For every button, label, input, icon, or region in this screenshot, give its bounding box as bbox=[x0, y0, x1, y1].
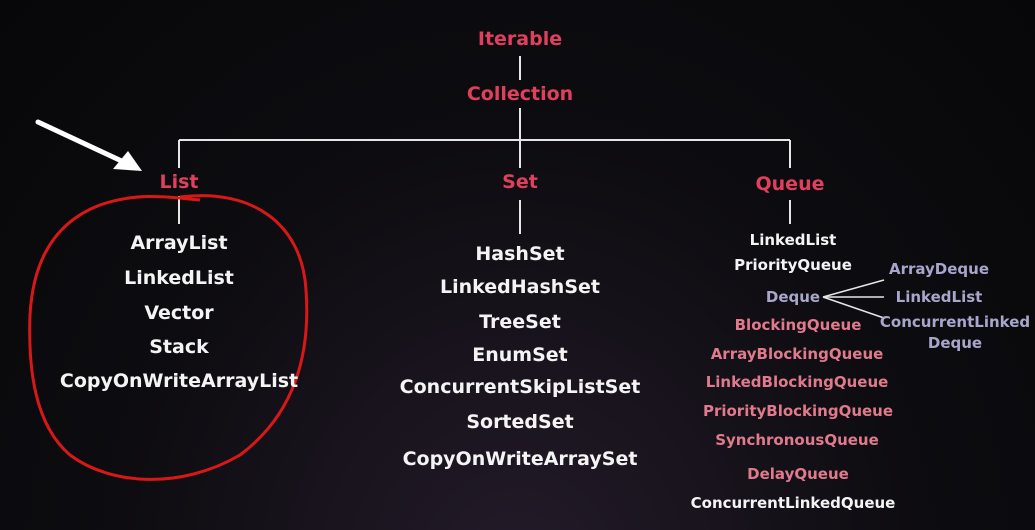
list-node: List bbox=[159, 171, 199, 193]
collection-node: Collection bbox=[466, 83, 574, 105]
iterable-node: Iterable bbox=[477, 28, 563, 50]
deque-node: Deque bbox=[765, 288, 821, 306]
deque-concurrent-connector bbox=[822, 296, 885, 319]
annotation-arrow-head bbox=[113, 151, 142, 171]
annotation-circle bbox=[28, 194, 309, 481]
deque-child: LinkedList bbox=[895, 288, 983, 306]
blocking-queue-item: DelayQueue bbox=[747, 465, 849, 483]
list-item: Stack bbox=[149, 336, 209, 358]
list-item: LinkedList bbox=[124, 267, 234, 289]
deque-child: ArrayDeque bbox=[888, 260, 990, 278]
set-item: CopyOnWriteArraySet bbox=[402, 448, 638, 470]
deque-child: ConcurrentLinked bbox=[879, 313, 1031, 331]
set-item: LinkedHashSet bbox=[440, 276, 600, 298]
blocking-queue-item: BlockingQueue bbox=[734, 316, 862, 334]
deque-arraydeque-connector bbox=[822, 279, 885, 298]
set-item: SortedSet bbox=[466, 411, 574, 433]
queue-item: PriorityQueue bbox=[734, 256, 852, 274]
annotation-arrow bbox=[35, 119, 131, 167]
blocking-queue-item: SynchronousQueue bbox=[715, 431, 879, 449]
queue-node: Queue bbox=[755, 173, 825, 195]
blocking-queue-item: PriorityBlockingQueue bbox=[702, 402, 894, 420]
queue-item: ConcurrentLinkedQueue bbox=[690, 494, 896, 512]
list-item: Vector bbox=[144, 302, 214, 324]
deque-child: Deque bbox=[927, 334, 983, 352]
set-item: ConcurrentSkipListSet bbox=[399, 376, 641, 398]
set-item: TreeSet bbox=[479, 311, 561, 333]
list-item: ArrayList bbox=[130, 232, 228, 254]
queue-item: LinkedList bbox=[749, 231, 837, 249]
blocking-queue-item: ArrayBlockingQueue bbox=[710, 345, 884, 363]
list-item: CopyOnWriteArrayList bbox=[59, 370, 299, 392]
set-item: HashSet bbox=[475, 243, 565, 265]
set-item: EnumSet bbox=[472, 344, 568, 366]
set-node: Set bbox=[502, 171, 538, 193]
blocking-queue-item: LinkedBlockingQueue bbox=[705, 373, 889, 391]
